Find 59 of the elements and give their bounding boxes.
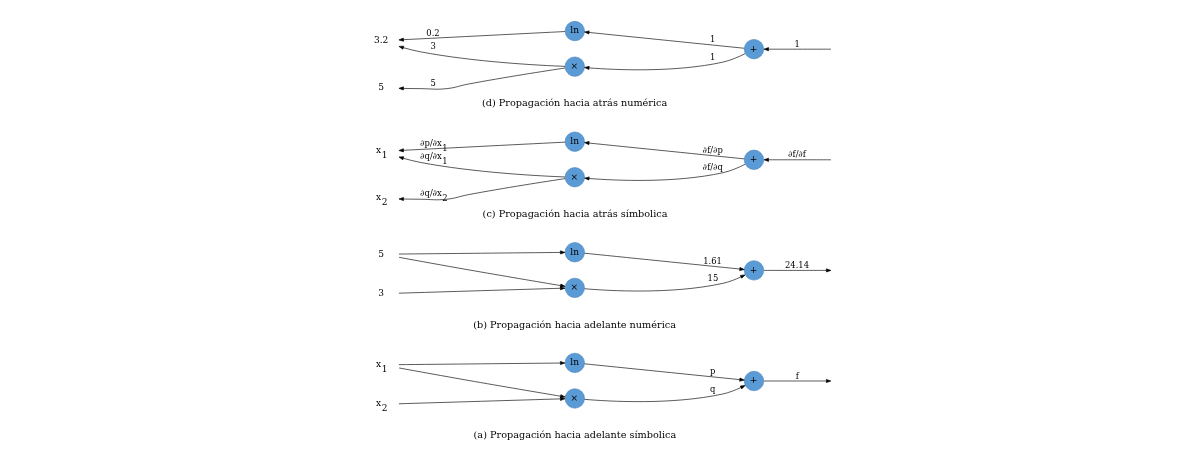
node-circle: ln — [564, 352, 585, 373]
edge-label: 1.61 — [703, 255, 722, 266]
edge-label: 3 — [430, 41, 436, 52]
node-circle: × — [564, 388, 585, 409]
arrow — [763, 47, 832, 52]
node-text: 3 — [378, 288, 384, 299]
edge-label: 24.14 — [785, 260, 810, 271]
arrow — [584, 30, 745, 49]
arrow — [763, 379, 832, 383]
arrow — [398, 250, 566, 255]
arrow — [398, 45, 566, 67]
arrow — [398, 31, 566, 42]
arrow — [398, 397, 566, 405]
node-text: 5 — [378, 248, 384, 259]
label: (b) Propagación hacia adelante numérica — [473, 318, 676, 330]
edge-label: p — [709, 366, 716, 377]
label: (a) Propagación hacia adelante símbolica — [473, 429, 677, 441]
edge-label: 15 — [707, 273, 719, 284]
arrow — [584, 274, 746, 292]
arrow — [398, 257, 566, 288]
arrow — [398, 178, 566, 201]
node-circle: ln — [564, 242, 585, 263]
edge-label: 1 — [794, 38, 800, 49]
arrow — [584, 363, 745, 382]
arrow — [763, 157, 832, 162]
edge-label: q — [709, 383, 716, 394]
node-circle: × — [564, 167, 585, 188]
arrow — [584, 385, 746, 402]
node-circle: ln — [564, 131, 585, 152]
arrow — [398, 67, 566, 91]
arrow — [398, 141, 566, 153]
node-text: 3.2 — [373, 35, 389, 46]
node-circle: ln — [564, 21, 585, 42]
edge-label: ∂f/∂q — [702, 162, 723, 173]
edge-label: ∂f/∂p — [702, 144, 723, 155]
arrow — [584, 141, 745, 160]
node-circle: + — [743, 260, 764, 281]
label: (c) Propagación hacia atrás símbolica — [482, 208, 668, 220]
edge-label: f — [795, 370, 799, 381]
node-text: 5 — [378, 82, 384, 93]
edge-label: ∂f/∂f — [788, 149, 806, 160]
arrow — [398, 156, 566, 178]
edge-label: 0.2 — [426, 27, 440, 38]
arrow — [584, 252, 745, 271]
node-circle: × — [564, 277, 585, 298]
node-circle: + — [743, 149, 764, 170]
node-circle: × — [564, 56, 585, 77]
arrow — [584, 163, 746, 181]
node-circle: + — [743, 370, 764, 392]
edge-label: 1 — [709, 51, 716, 62]
arrow — [398, 367, 566, 399]
edge-label: 5 — [430, 78, 436, 89]
arrow — [763, 268, 832, 273]
edge-label: 1 — [709, 34, 716, 45]
node-circle: + — [743, 39, 764, 60]
label: (d) Propagación hacia atrás numérica — [481, 97, 668, 109]
arrow — [398, 286, 566, 294]
arrow — [584, 53, 746, 71]
arrow — [398, 361, 566, 365]
